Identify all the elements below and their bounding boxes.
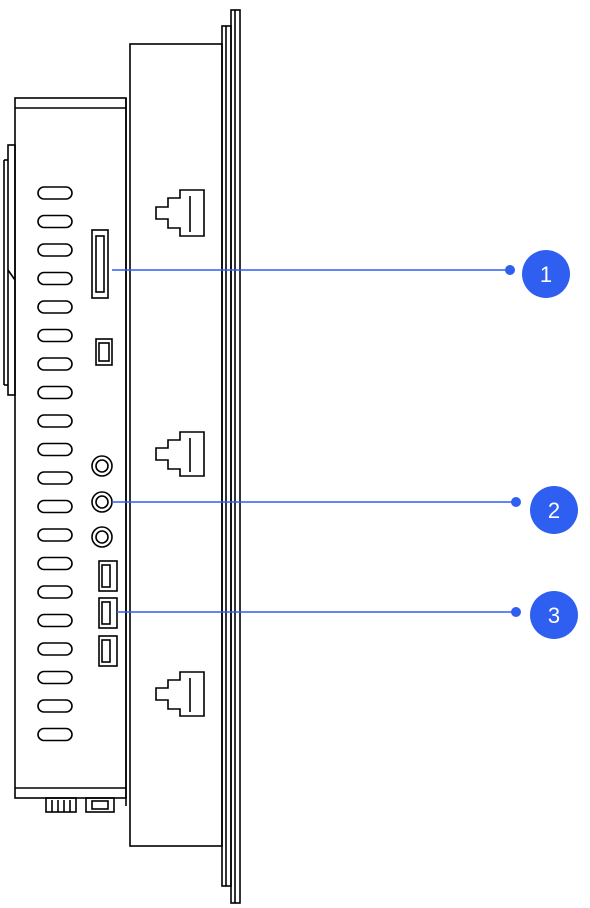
vent-slot xyxy=(37,528,73,542)
callouts: 1 2 3 xyxy=(112,250,578,639)
callout-1-label: 1 xyxy=(540,262,552,287)
vent-slot xyxy=(37,499,73,514)
vent-slot xyxy=(37,699,73,713)
vent-slot xyxy=(37,670,73,685)
mounting-clip-top xyxy=(155,189,205,237)
vent-slot xyxy=(37,471,73,485)
rear-housing xyxy=(3,97,127,799)
card-slot xyxy=(91,229,109,299)
vent-slot xyxy=(37,186,73,200)
callout-3-badge xyxy=(530,591,578,639)
vent-slot xyxy=(37,642,73,656)
vent-slot xyxy=(37,300,73,314)
mini-port xyxy=(95,338,113,366)
vent-slot xyxy=(37,243,73,257)
callout-3-label: 3 xyxy=(548,603,560,628)
vent-slot xyxy=(37,414,73,428)
vent-slot xyxy=(37,271,73,286)
vent-slot xyxy=(37,585,73,599)
callout-2-label: 2 xyxy=(548,498,560,523)
usb-ports xyxy=(98,560,118,667)
vent-slot xyxy=(37,727,73,742)
callout-2-badge xyxy=(530,486,578,534)
mounting-clip-bottom xyxy=(155,671,205,717)
ventilation-slots xyxy=(37,186,73,742)
bottom-connector xyxy=(45,797,115,813)
mounting-clip-middle xyxy=(155,431,205,477)
callout-1: 1 xyxy=(112,250,570,298)
vent-slot xyxy=(37,613,73,628)
callout-3: 3 xyxy=(117,591,578,639)
vent-slot xyxy=(37,385,73,400)
vent-slot xyxy=(37,442,73,457)
audio-jacks xyxy=(91,455,113,548)
callout-2: 2 xyxy=(112,486,578,534)
vent-slot xyxy=(37,328,73,343)
callout-1-badge xyxy=(522,250,570,298)
vent-slot xyxy=(37,556,73,571)
vent-slot xyxy=(37,357,73,371)
vent-slot xyxy=(37,214,73,229)
front-bezel xyxy=(221,9,241,904)
chassis-body xyxy=(125,43,223,847)
